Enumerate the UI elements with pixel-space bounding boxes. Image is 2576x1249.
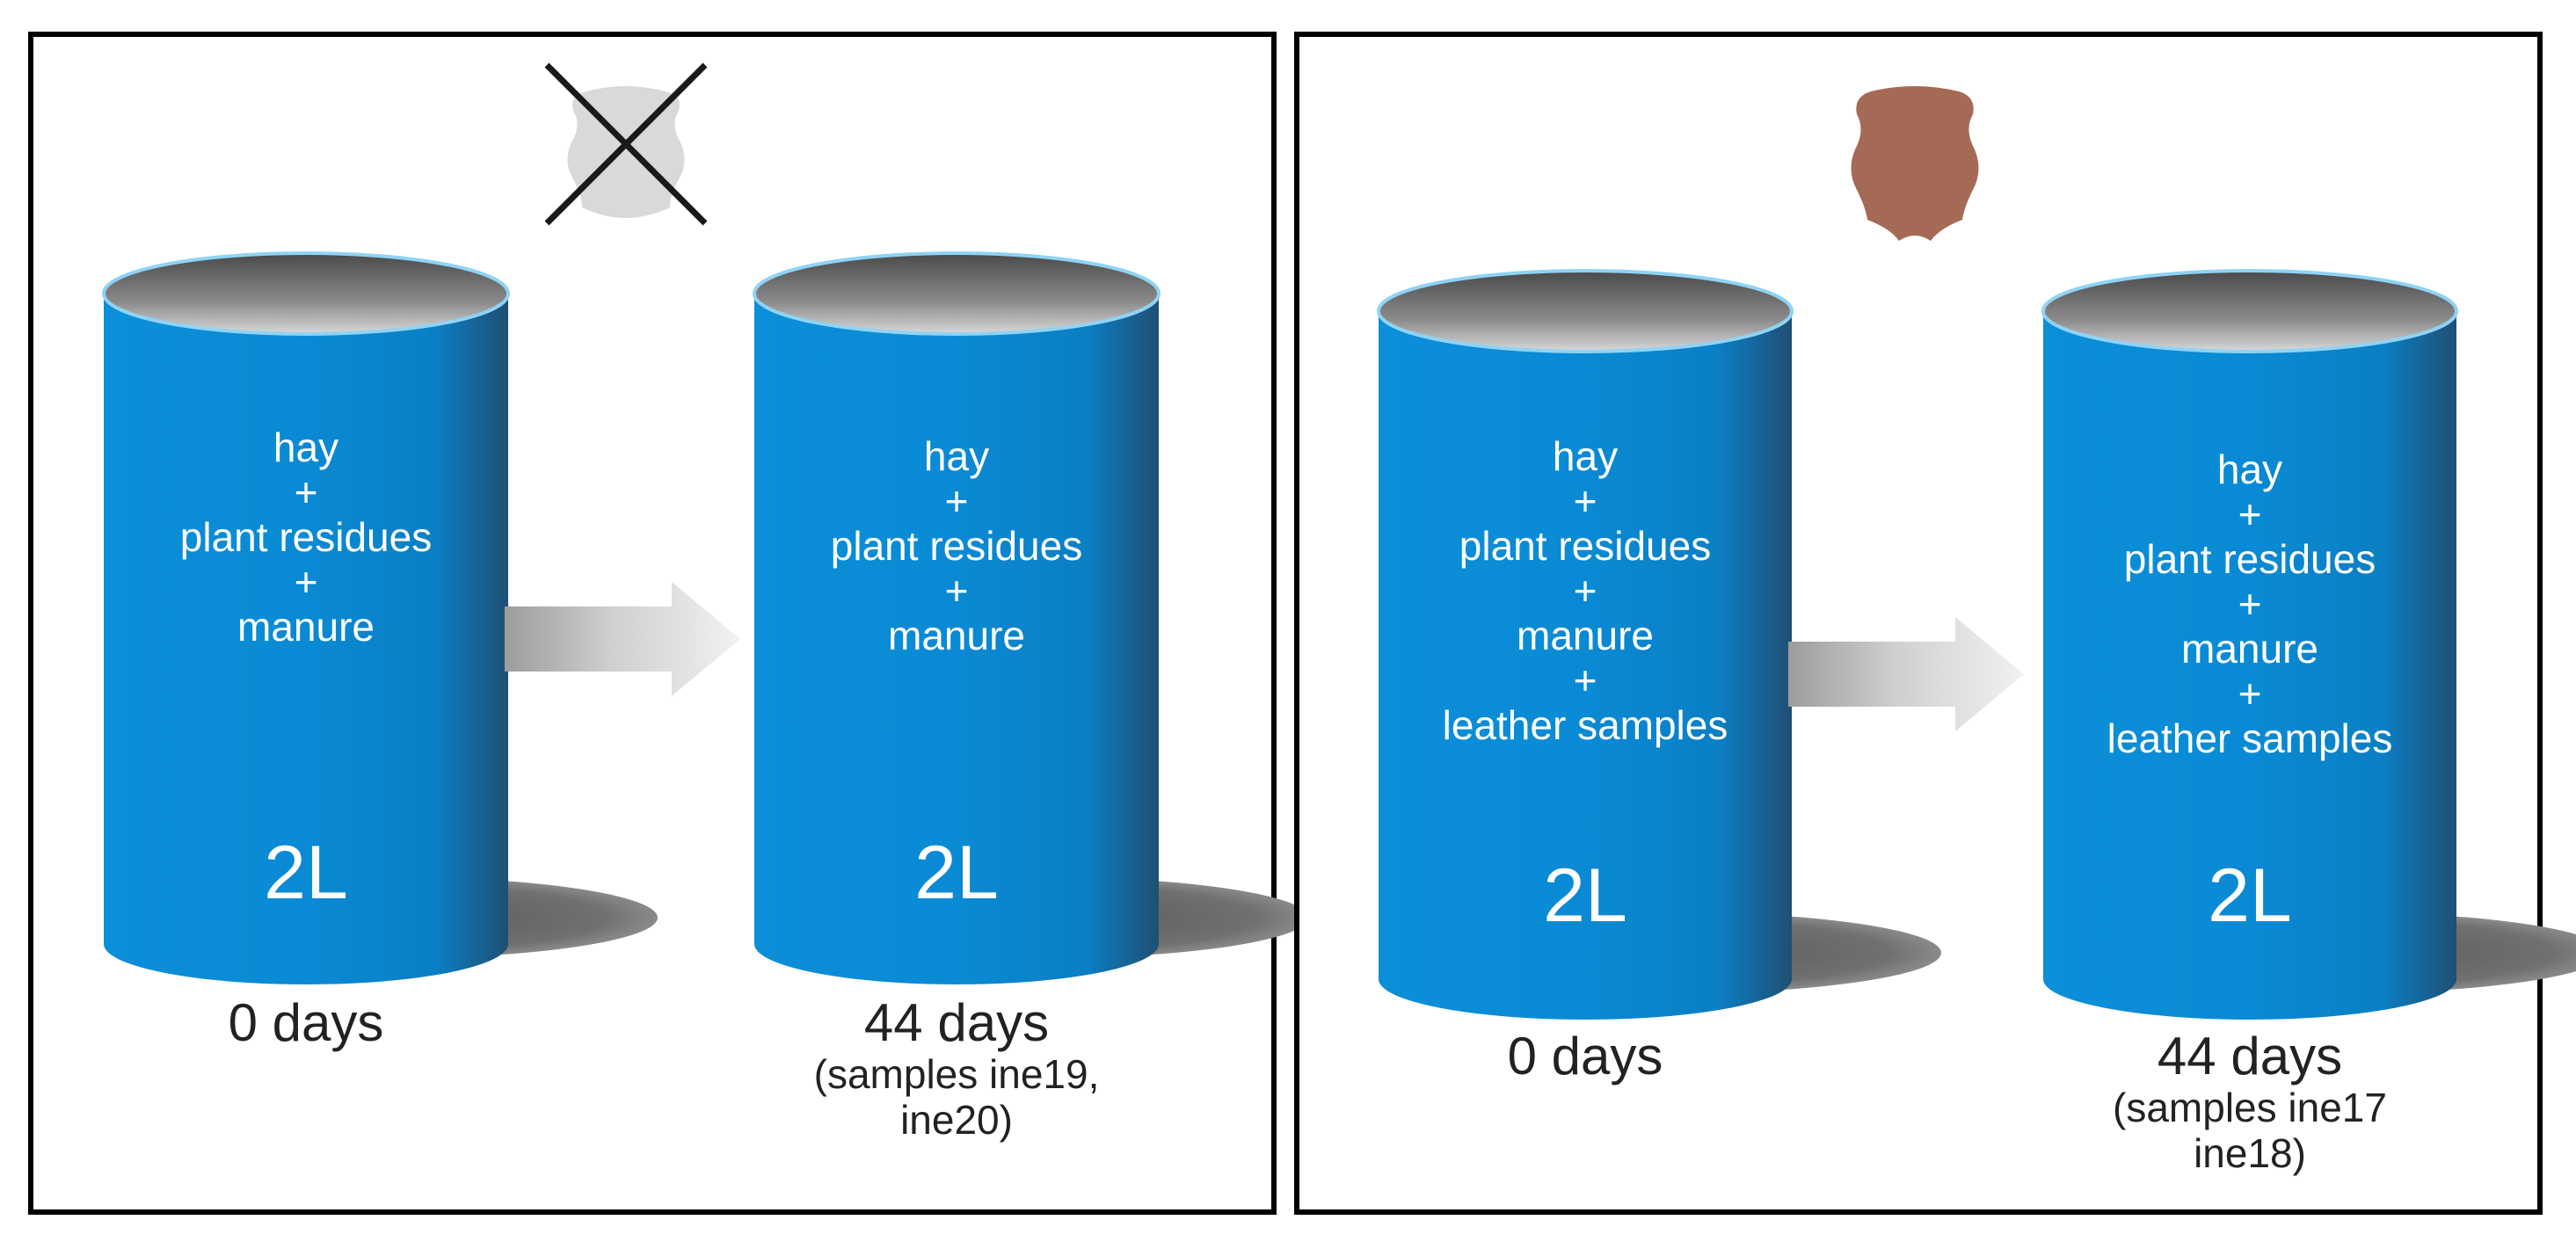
leather-hide-icon (1851, 86, 1979, 241)
time-arrow (505, 582, 740, 696)
sample-ids: (samples ine17 ine18) (2113, 1085, 2387, 1176)
tank-volume: 2L (1543, 853, 1627, 938)
time-label-day-0: 0 days (1507, 1027, 1663, 1086)
time-label-day-44: 44 days (samples ine19, ine20) (754, 995, 1159, 1144)
tank-contents: hay + plant residues + manure + leather … (1442, 433, 1728, 748)
leather-crossed-out-icon (544, 62, 708, 226)
time-label-day-0: 0 days (228, 993, 384, 1052)
tank-contents: hay + plant residues + manure + leather … (2107, 447, 2393, 761)
tank-volume: 2L (914, 831, 999, 915)
tank-day-0: hay + plant residues + manure 2L (102, 250, 659, 997)
tank-day-44: hay + plant residues + manure 2L (753, 250, 1310, 997)
time-label-day-44: 44 days (samples ine17 ine18) (2043, 1028, 2456, 1177)
tank-volume: 2L (264, 831, 348, 915)
tank-contents: hay + plant residues + manure (179, 425, 433, 650)
sample-ids: (samples ine19, ine20) (813, 1051, 1100, 1143)
tank-day-0: hay + plant residues + manure + leather … (1377, 267, 1943, 1032)
tank-day-44: hay + plant residues + manure + leather … (2041, 267, 2576, 1032)
control-panel: hay + plant residues + manure 2L hay + p… (28, 32, 1310, 1215)
time-arrow (1788, 617, 2024, 731)
tank-contents: hay + plant residues + manure (830, 433, 1083, 658)
tank-volume: 2L (2208, 853, 2292, 938)
leather-panel: hay + plant residues + manure + leather … (1294, 32, 2576, 1215)
